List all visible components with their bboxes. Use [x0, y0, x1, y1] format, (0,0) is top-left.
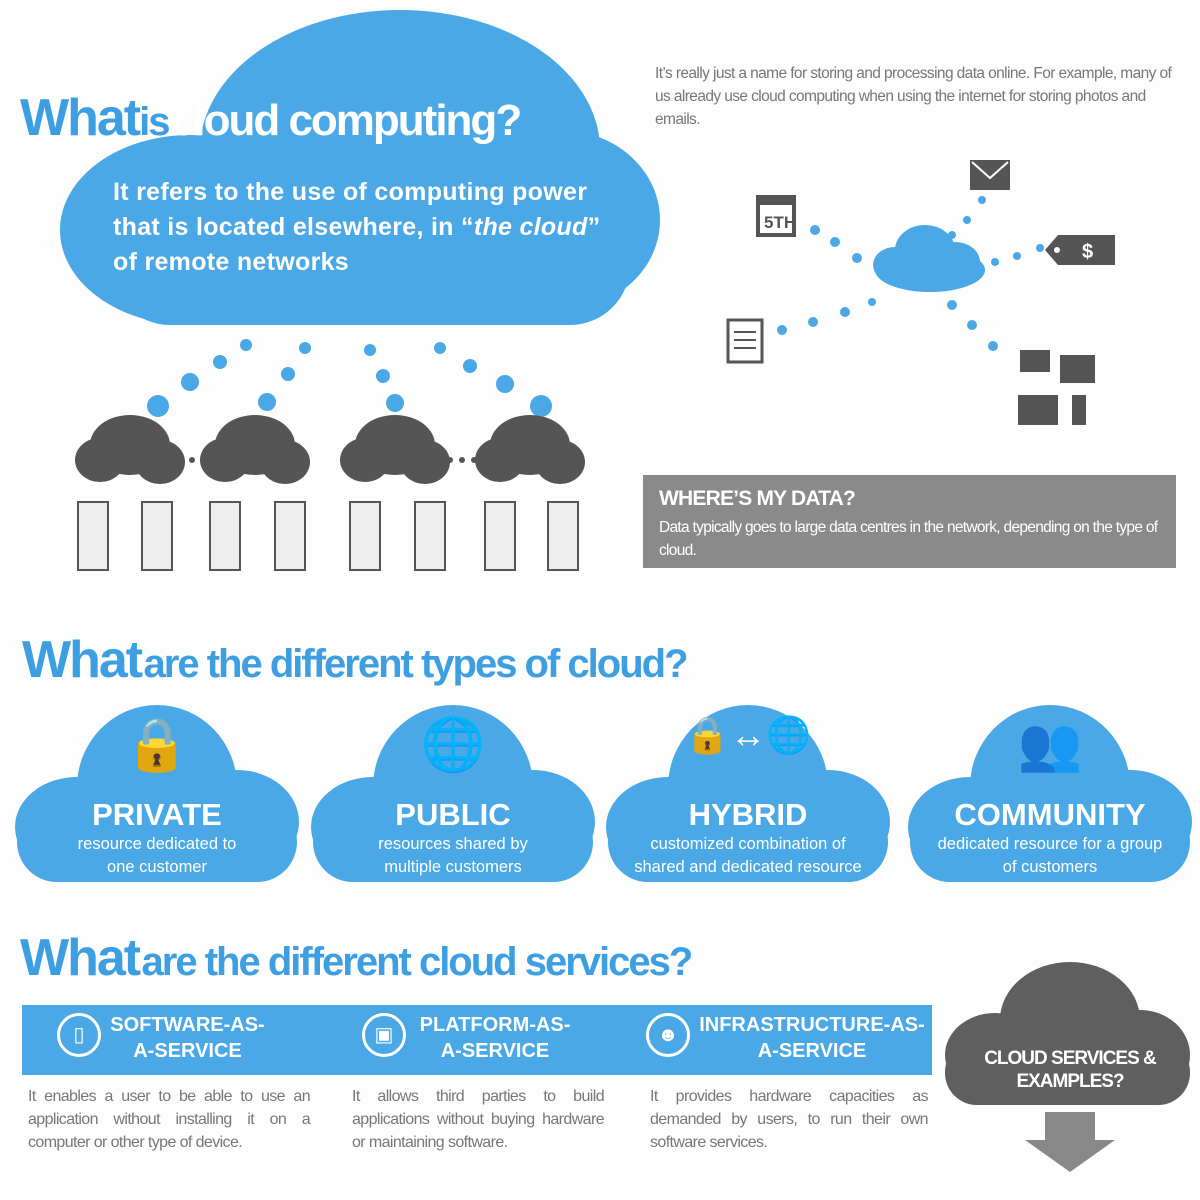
service-saas-heading: SOFTWARE-AS-A-SERVICE [110, 1014, 265, 1062]
type-desc-1: resource dedicated to [77, 835, 237, 853]
service-saas-desc: It enables a user to be able to use an a… [28, 1088, 311, 1151]
cloud-type-card: 🌐 PUBLIC resources shared by multiple cu… [308, 702, 598, 887]
type-desc-1: customized combination of [650, 835, 846, 853]
section3-title: What are the different cloud services? [20, 929, 693, 987]
devices-icon [1018, 350, 1095, 425]
cloud-shape [908, 705, 1192, 882]
examples-line-2: EXAMPLES? [1016, 1071, 1124, 1092]
calendar-icon: 5TH [756, 195, 796, 237]
lock-globe-icon: 🔒↔🌐 [685, 714, 811, 755]
svg-text:5TH: 5TH [764, 213, 796, 232]
globe-icon: 🌐 [420, 716, 486, 774]
type-name: HYBRID [688, 797, 808, 832]
type-desc-1: resources shared by [378, 835, 528, 853]
service-iaas-desc: It provides hardware capacities as deman… [650, 1088, 929, 1151]
cloud-type-card: 👥 COMMUNITY dedicated resource for a gro… [905, 702, 1195, 887]
section2-title: What are the different types of cloud? [22, 631, 689, 689]
server-clouds [75, 415, 585, 484]
wheres-my-data-text: Data typically goes to large data centre… [659, 519, 1158, 559]
cloud-type-card: 🔒↔🌐 HYBRID customized combination of sha… [603, 702, 893, 887]
definition-text: It refers to the use of computing power … [113, 178, 601, 276]
people-icon: 👥 [1017, 716, 1083, 774]
browser-icon: ▣ [362, 1013, 406, 1057]
type-desc-1: dedicated resource for a group [937, 835, 1163, 853]
type-desc-2: of customers [1002, 858, 1098, 876]
section1-title: Whatis cloud computing? [20, 89, 522, 147]
service-paas-heading: PLATFORM-AS-A-SERVICE [419, 1014, 571, 1062]
cloud-shape [15, 705, 299, 882]
type-desc-2: shared and dedicated resource [634, 858, 862, 876]
type-desc-2: one customer [107, 858, 207, 876]
svg-text:$: $ [1082, 241, 1093, 263]
wheres-my-data-box: WHERE’S MY DATA? Data typically goes to … [643, 475, 1176, 568]
main-cloud-shape [60, 10, 660, 325]
examples-line-1: CLOUD SERVICES & [984, 1048, 1157, 1069]
service-iaas-heading: INFRASTRUCTURE-AS-A-SERVICE [699, 1014, 925, 1062]
type-desc-2: multiple customers [384, 858, 522, 876]
cloud-type-card: 🔒 PRIVATE resource dedicated to one cust… [12, 702, 302, 887]
type-name: PRIVATE [92, 797, 222, 832]
price-tag-icon: $ [1045, 235, 1115, 265]
mail-icon [970, 160, 1010, 190]
examples-cloud[interactable]: CLOUD SERVICES & EXAMPLES? [940, 960, 1195, 1180]
users-icon: ☻ [646, 1013, 690, 1057]
side-description: It’s really just a name for storing and … [655, 65, 1172, 128]
type-name: PUBLIC [395, 797, 511, 832]
servers [77, 501, 579, 571]
connection-dots [147, 339, 552, 417]
wheres-my-data-title: WHERE’S MY DATA? [659, 487, 856, 510]
down-arrow-icon [1025, 1112, 1115, 1172]
document-icon [726, 318, 764, 364]
cloud-shape [606, 705, 890, 882]
network-diagram: 5TH $ [726, 160, 1115, 425]
service-paas-desc: It allows third parties to build applica… [352, 1088, 605, 1151]
cloud-shape [311, 705, 595, 882]
phone-icon: ▯ [57, 1013, 101, 1057]
services-bar [22, 1005, 932, 1075]
data-centre-illustration [75, 339, 585, 571]
type-name: COMMUNITY [954, 797, 1146, 832]
padlock-icon: 🔒 [124, 716, 190, 774]
